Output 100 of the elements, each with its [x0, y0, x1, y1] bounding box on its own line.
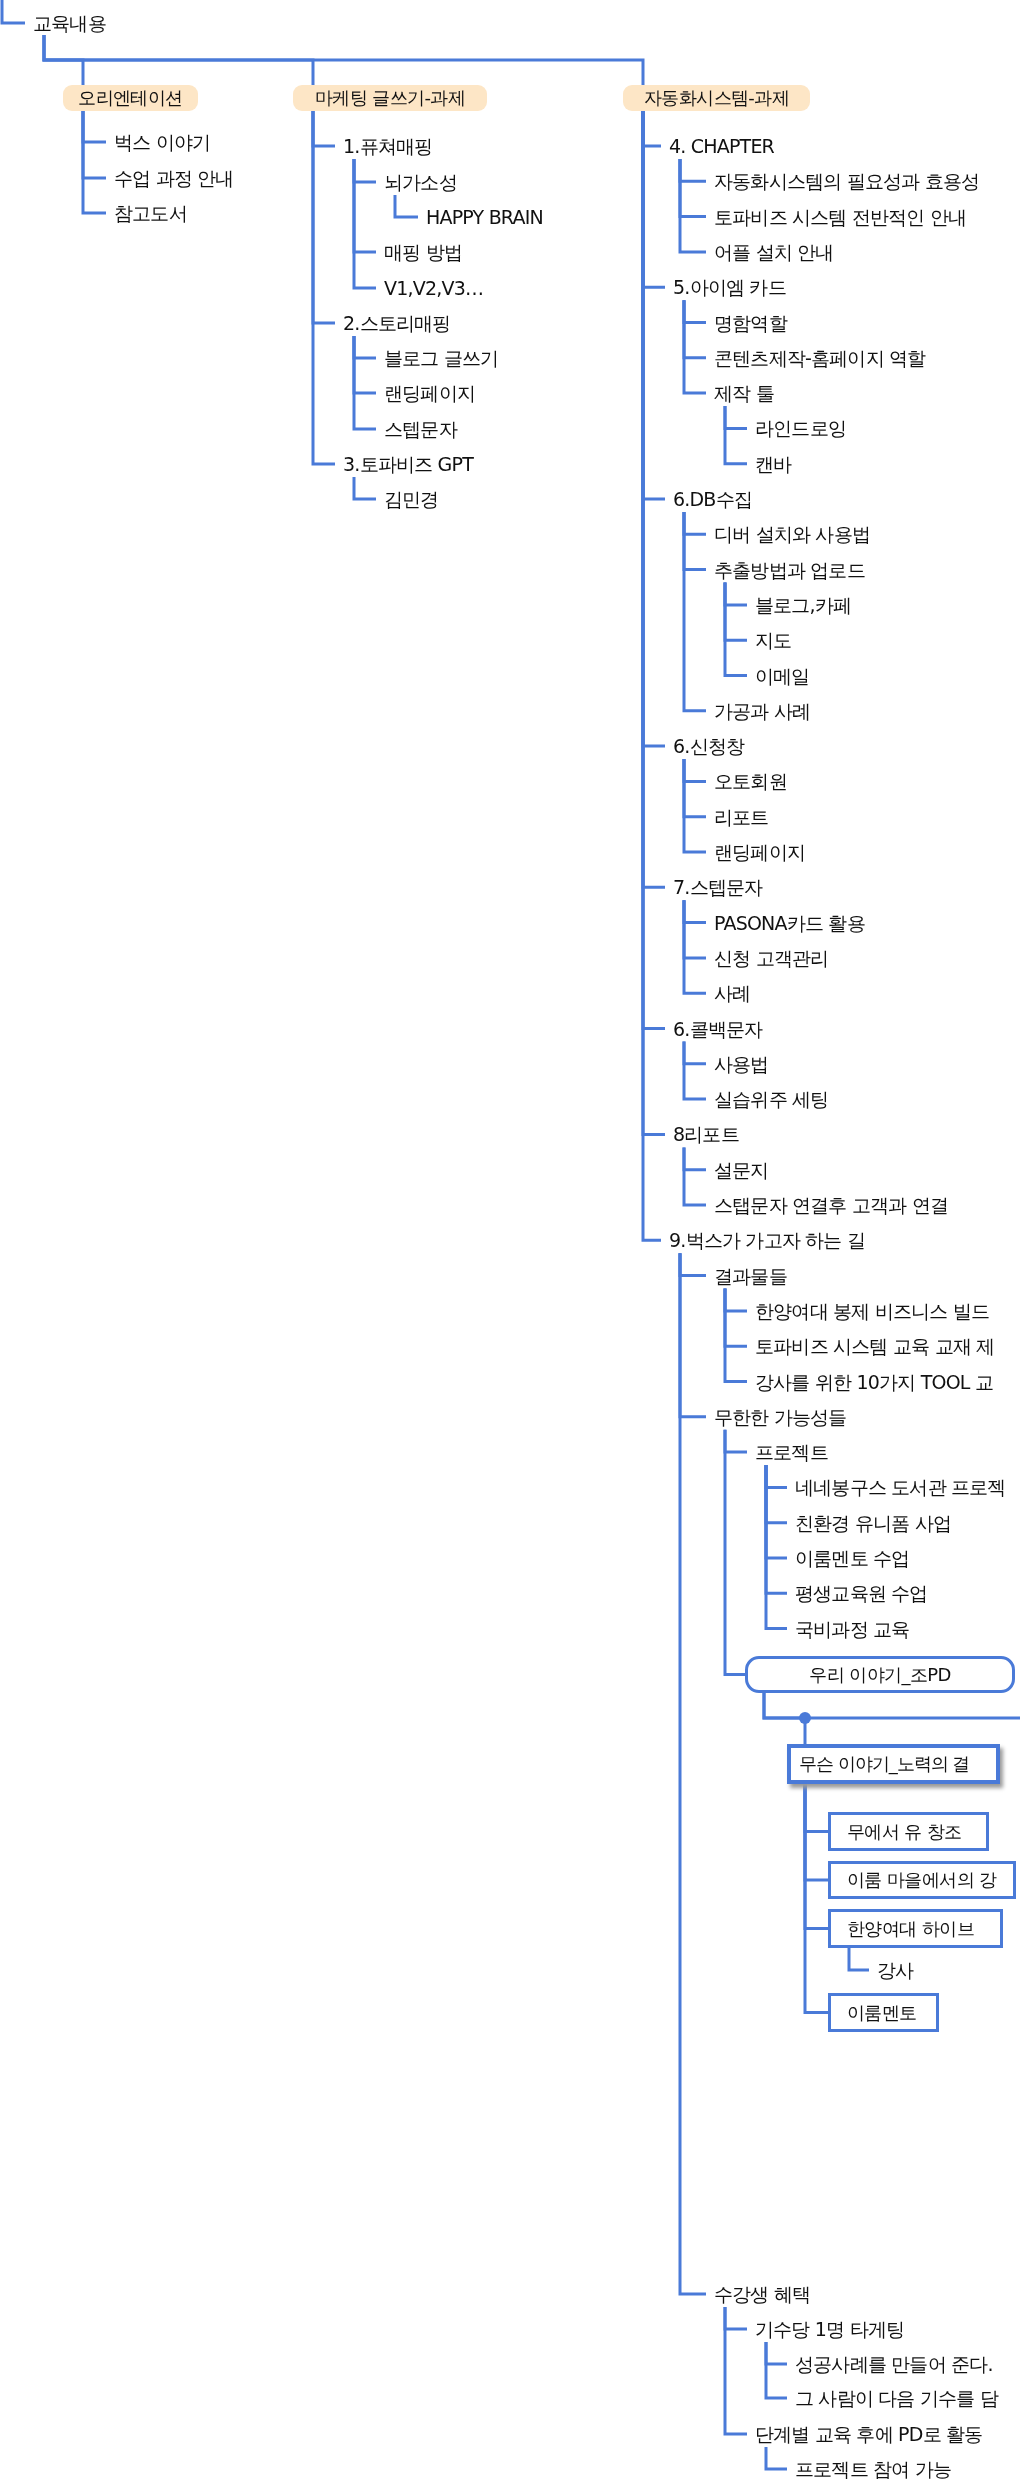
- topic-box: 무슨 이야기_노력의 결: [787, 1744, 1000, 1784]
- connector-line: [678, 159, 706, 254]
- topic-label: 명함역할: [714, 309, 787, 336]
- connector-line: [764, 2342, 787, 2400]
- topic-label: 6.콜백문자: [673, 1015, 763, 1042]
- connector-line: [352, 336, 376, 431]
- topic-label: 5.아이엠 카드: [673, 274, 786, 301]
- topic-label: 매핑 방법: [384, 239, 463, 265]
- connector-line: [682, 300, 706, 395]
- connector-line: [682, 759, 706, 854]
- rounded-box: 우리 이야기_조PD: [745, 1656, 1015, 1693]
- connector-line: [678, 1253, 706, 2296]
- topic-label: 김민경: [384, 486, 439, 512]
- topic-label: 6.신청창: [673, 733, 745, 760]
- topic-label: 토파비즈 시스템 전반적인 안내: [714, 203, 967, 230]
- topic-label: 오토회원: [714, 768, 787, 795]
- topic-label: 단계별 교육 후에 PD로 활동: [755, 2421, 983, 2447]
- category-pill: 마케팅 글쓰기-과제: [293, 85, 487, 111]
- topic-label: 캔바: [755, 450, 792, 477]
- topic-label: 네네봉구스 도서관 프로젝: [795, 1474, 1006, 1501]
- topic-label: 신청 고객관리: [714, 944, 829, 971]
- connector-line: [682, 900, 706, 995]
- topic-label: 기수당 1명 타게팅: [755, 2316, 905, 2342]
- connector-line: [764, 2447, 787, 2471]
- topic-label: PASONA카드 활용: [714, 909, 865, 936]
- topic-label: 추출방법과 업로드: [714, 556, 865, 583]
- topic-box: 이룸 마을에서의 강: [828, 1861, 1016, 1899]
- category-pill: 자동화시스템-과제: [623, 85, 810, 111]
- topic-label: 2.스토리매핑: [343, 310, 451, 336]
- topic-label: 제작 툴: [714, 380, 774, 407]
- topic-label: 국비과정 교육: [795, 1615, 910, 1642]
- topic-label: 랜딩페이지: [714, 839, 805, 865]
- topic-label: 참고도서: [114, 200, 187, 226]
- topic-label: 그 사람이 다음 기수를 담: [795, 2385, 998, 2411]
- connector-line: [723, 406, 747, 466]
- connector-line: [682, 1147, 706, 1207]
- topic-label: 수강생 혜택: [714, 2281, 811, 2307]
- topic-label: 스탭문자 연결후 고객과 연결: [714, 1192, 949, 1218]
- topic-label: 어플 설치 안내: [714, 238, 834, 265]
- topic-label: 블로그 글쓰기: [384, 345, 499, 371]
- connector-line: [352, 477, 376, 501]
- connector-line: [723, 582, 747, 677]
- category-pill: 오리엔테이션: [63, 85, 198, 111]
- connector-line: [81, 111, 106, 215]
- topic-label: 무한한 가능성들: [714, 1403, 847, 1430]
- topic-label: 1.퓨쳐매핑: [343, 133, 433, 159]
- topic-label: 3.토파비즈 GPT: [343, 451, 473, 477]
- topic-label: 랜딩페이지: [384, 380, 475, 406]
- connector-line: [682, 1041, 706, 1101]
- topic-label: 설문지: [714, 1156, 769, 1183]
- connector-line: [42, 35, 645, 85]
- topic-label: 강사를 위한 10가지 TOOL 교: [755, 1368, 994, 1395]
- topic-label: 이메일: [755, 662, 810, 689]
- topic-label: 결과물들: [714, 1262, 787, 1289]
- topic-label: V1,V2,V3…: [384, 275, 484, 301]
- topic-label: 사례: [714, 980, 751, 1007]
- topic-label: 수업 과정 안내: [114, 165, 234, 191]
- topic-label: 토파비즈 시스템 교육 교재 제: [755, 1333, 995, 1360]
- connector-line: [847, 1948, 869, 1972]
- topic-label: 콘텐츠제작-홈페이지 역할: [714, 344, 926, 371]
- topic-label: 성공사례를 만들어 준다.: [795, 2351, 993, 2377]
- connector-line: [682, 512, 706, 713]
- topic-label: 친환경 유니폼 사업: [795, 1509, 952, 1536]
- topic-label: 교육내용: [33, 10, 106, 36]
- topic-label: 가공과 사례: [714, 697, 811, 724]
- connector-line: [311, 111, 335, 466]
- topic-box: 무에서 유 창조: [828, 1812, 989, 1851]
- connector-line: [352, 159, 376, 290]
- topic-label: 디버 설치와 사용법: [714, 521, 871, 548]
- topic-label: 7.스텝문자: [673, 874, 763, 901]
- topic-label: 6.DB수집: [673, 486, 752, 512]
- topic-box: 한양여대 하이브: [828, 1909, 1003, 1948]
- topic-box: 이룸멘토: [828, 1993, 939, 2032]
- topic-label: 평생교육원 수업: [795, 1580, 928, 1607]
- connector-line: [762, 1693, 807, 1744]
- topic-label: 자동화시스템의 필요성과 효용성: [714, 168, 980, 195]
- topic-label: 이룸멘토 수업: [795, 1545, 910, 1571]
- topic-label: 벅스 이야기: [114, 129, 211, 155]
- connector-line: [723, 1429, 745, 1676]
- topic-label: 강사: [877, 1957, 914, 1983]
- topic-label: 라인드로잉: [755, 415, 846, 442]
- connector-line: [0, 0, 25, 25]
- topic-label: 리포트: [714, 803, 769, 830]
- topic-label: 실습위주 세팅: [714, 1086, 829, 1113]
- topic-label: 8리포트: [673, 1121, 739, 1148]
- topic-label: 프로젝트: [755, 1439, 828, 1466]
- topic-label: 프로젝트 참여 가능: [795, 2456, 952, 2482]
- topic-label: 4. CHAPTER: [669, 133, 774, 159]
- topic-label: 지도: [755, 627, 792, 654]
- connector-line: [803, 1784, 828, 2014]
- topic-label: 9.벅스가 가고자 하는 길: [669, 1227, 866, 1254]
- connector-line: [723, 2307, 747, 2436]
- topic-label: 뇌가소성: [384, 169, 457, 195]
- topic-label: 사용법: [714, 1050, 769, 1077]
- connector-line: [723, 1288, 747, 1383]
- connector-line: [764, 1465, 787, 1631]
- topic-label: 한양여대 봉제 비즈니스 빌드: [755, 1297, 990, 1324]
- topic-label: 스텝문자: [384, 416, 457, 442]
- topic-label: 블로그,카페: [755, 591, 852, 618]
- connector-line: [393, 195, 418, 219]
